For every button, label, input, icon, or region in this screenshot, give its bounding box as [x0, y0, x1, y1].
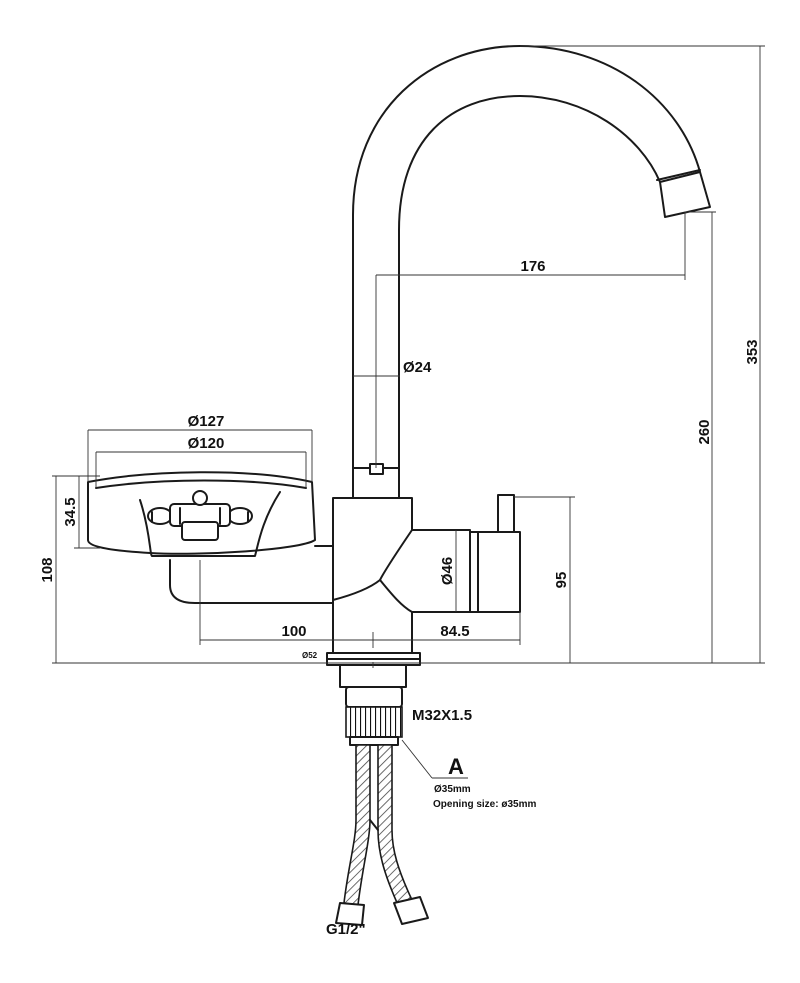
label-opening-size: Opening size: ø35mm	[433, 799, 536, 810]
soap-dish	[87, 471, 334, 557]
hose-fitting-right	[393, 896, 429, 925]
lever-stem	[497, 494, 515, 533]
hose-fitting-left	[335, 902, 365, 926]
hose-right	[377, 744, 414, 907]
label-hose-connection: G1/2"	[326, 921, 366, 938]
label-offset-right: 84.5	[440, 623, 469, 640]
faucet-body	[326, 463, 521, 666]
spout	[352, 45, 711, 469]
label-thread: M32X1.5	[412, 707, 472, 724]
label-offset-left: 100	[281, 623, 306, 640]
label-hole-diameter: Ø35mm	[434, 784, 471, 795]
label-base-outer-diameter: Ø127	[188, 413, 225, 430]
connector-pipe	[169, 559, 334, 604]
supply-hoses	[335, 744, 429, 926]
label-reach: 176	[520, 258, 545, 275]
mounting-stud	[339, 664, 407, 746]
label-spout-diameter: Ø24	[403, 359, 432, 376]
thread-section	[345, 706, 403, 738]
valve-knob-cluster	[147, 490, 253, 541]
hose-left	[343, 744, 371, 906]
label-base-height: 34.5	[62, 497, 79, 526]
label-height-total: 353	[744, 339, 761, 364]
label-soap-height: 108	[39, 557, 56, 582]
label-body-diameter: Ø46	[439, 557, 456, 585]
label-detail-marker: A	[448, 754, 464, 779]
label-collar-diameter: Ø52	[302, 651, 318, 660]
label-spout-height: 260	[696, 419, 713, 444]
label-handle-height: 95	[553, 572, 570, 589]
dimension-lines	[52, 45, 765, 779]
dimension-labels: 353 260 176 Ø24 Ø127 Ø120 34.5 108 Ø46 9…	[39, 258, 761, 938]
aerator	[659, 171, 711, 218]
label-base-inner-diameter: Ø120	[188, 435, 225, 452]
